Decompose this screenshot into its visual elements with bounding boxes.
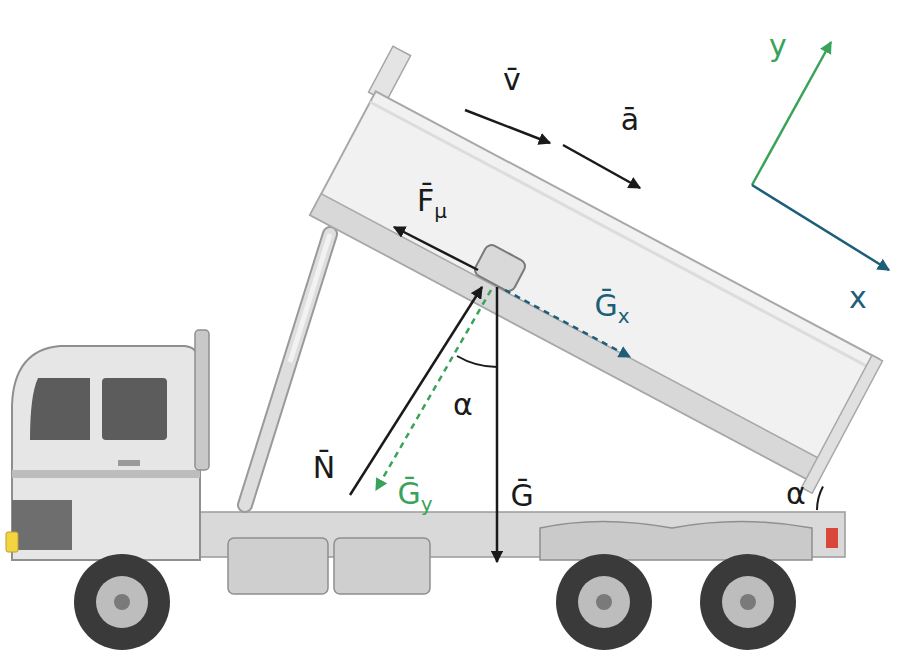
headlight (6, 532, 18, 552)
angle-label: α (453, 388, 473, 423)
cargo-block (473, 243, 528, 294)
force-label: Ḡy (397, 477, 432, 516)
gravity-vector (496, 287, 499, 562)
gravity-y-component (376, 290, 491, 490)
door-handle (118, 460, 140, 466)
wheel (700, 554, 796, 650)
wheel (556, 554, 652, 650)
velocity-label: v̄ (503, 63, 521, 98)
cab-grille (12, 500, 72, 550)
y-axis (752, 42, 831, 185)
acceleration-label: ā (621, 103, 639, 138)
dump-bed (300, 46, 899, 493)
angle-label: α (786, 477, 806, 512)
rear-fender (540, 522, 812, 561)
truck-cab (12, 346, 200, 560)
cab-window (102, 378, 167, 440)
angle-arc (817, 487, 823, 511)
friction-vector (394, 227, 478, 270)
wheel (74, 554, 170, 650)
cab-window (30, 378, 90, 440)
force-label: F̄μ (417, 184, 447, 223)
fuel-tank (228, 538, 328, 594)
fuel-tank (334, 538, 430, 594)
exhaust-stack (195, 330, 209, 470)
axis-label: y (769, 29, 787, 64)
hydraulic-rod (290, 234, 330, 362)
velocity-arrow (465, 110, 550, 143)
axis-label: x (849, 281, 867, 316)
force-label: Ḡ (510, 479, 533, 514)
x-axis (752, 185, 889, 270)
cab-trim (12, 470, 200, 478)
angle-arc (457, 356, 497, 367)
force-label: N̄ (313, 451, 335, 486)
acceleration-arrow (563, 145, 640, 188)
force-label: Ḡx (594, 289, 629, 328)
rear-light (826, 528, 838, 548)
normal-force-vector (350, 287, 482, 495)
